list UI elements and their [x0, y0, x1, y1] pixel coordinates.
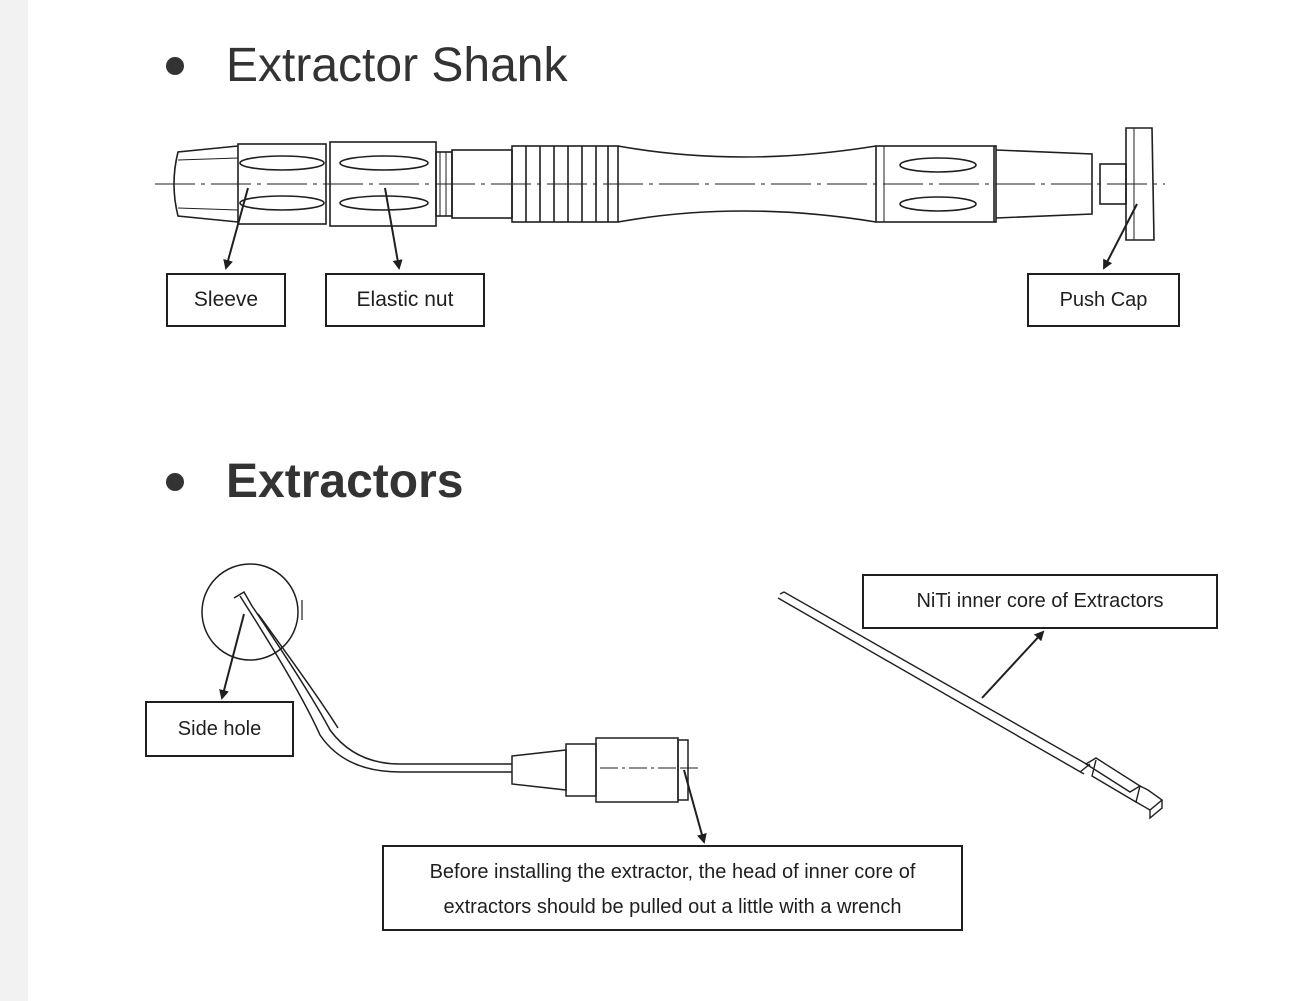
bullet-icon [166, 57, 184, 75]
label-push-cap: Push Cap [1027, 273, 1180, 327]
bullet-icon [166, 473, 184, 491]
shank-leader-lines [223, 187, 1138, 270]
label-side-hole: Side hole [145, 701, 294, 757]
label-sleeve: Sleeve [166, 273, 286, 327]
left-rail [0, 0, 28, 1001]
note-line-2: extractors should be pulled out a little… [443, 896, 902, 918]
label-elastic-nut-text: Elastic nut [356, 288, 454, 311]
heading-extractor-shank: Extractor Shank [226, 39, 568, 92]
niti-core-drawing [777, 591, 1164, 820]
label-niti-core-text: NiTi inner core of Extractors [916, 590, 1164, 612]
label-push-cap-text: Push Cap [1059, 288, 1148, 311]
extractor-shank-drawing [155, 127, 1165, 241]
extractor-curved-drawing [201, 563, 698, 803]
label-niti-core: NiTi inner core of Extractors [862, 574, 1218, 629]
note-installation: Before installing the extractor, the hea… [382, 845, 963, 931]
heading-row-extractor-shank: Extractor Shank [166, 36, 567, 96]
extractor-leader-lines [219, 613, 707, 844]
note-line-1: Before installing the extractor, the hea… [429, 861, 916, 883]
heading-extractors: Extractors [226, 455, 464, 508]
label-side-hole-text: Side hole [177, 717, 262, 740]
label-sleeve-text: Sleeve [193, 288, 259, 311]
heading-row-extractors: Extractors [166, 452, 463, 512]
label-elastic-nut: Elastic nut [325, 273, 485, 327]
niti-leader-line [981, 630, 1045, 699]
